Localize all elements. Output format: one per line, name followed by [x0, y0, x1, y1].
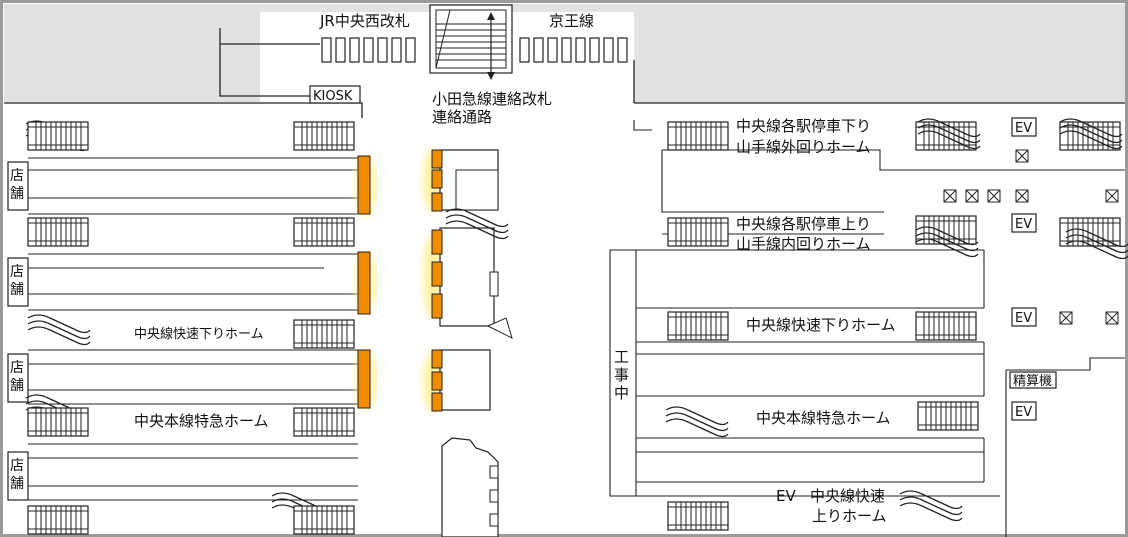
platform-label-chuo-local-down-1[interactable]: 中央線各駅停車下り	[736, 117, 871, 135]
keio-gate-label: 京王線	[549, 12, 594, 30]
odakyu-gate-label: 小田急線連絡改札	[432, 90, 552, 108]
shop-label-4a: 店	[10, 458, 24, 474]
platform-label-chuo-main-left[interactable]: 中央本線特急ホーム	[134, 412, 269, 430]
fare-adjust-box[interactable]	[1009, 371, 1057, 389]
shop-box-2	[7, 257, 29, 307]
kiosk-box[interactable]	[309, 85, 361, 104]
ev-box-1[interactable]	[1011, 117, 1037, 137]
x-marks	[943, 149, 1119, 325]
fare-adjust-label: 精算機	[1013, 374, 1052, 389]
shop-label-4b: 舗	[10, 476, 24, 492]
shop-label-1a: 店	[10, 168, 24, 184]
connecting-passage-label: 連絡通路	[432, 108, 492, 126]
ev-label-2: EV	[1015, 217, 1032, 232]
ev-box-2[interactable]	[1011, 213, 1037, 233]
shop-label-2a: 店	[10, 264, 24, 280]
platform-label-chuo-main-right[interactable]: 中央本線特急ホーム	[756, 409, 891, 427]
outside-area-right	[634, 4, 1125, 103]
platform-label-chuo-local-up-1[interactable]: 中央線各駅停車上り	[736, 215, 871, 233]
concourse-walls	[4, 28, 1125, 118]
construction-label-2: 事	[614, 366, 629, 384]
ev-label-3: EV	[1015, 311, 1032, 326]
platform-label-chuo-rapid-up-2[interactable]: 上りホーム	[812, 507, 887, 525]
platform-label-chuo-local-up-2[interactable]: 山手線内回りホーム	[736, 235, 871, 253]
shop-box-3	[7, 353, 29, 403]
construction-label-1: 工	[614, 348, 629, 366]
shop-box-4	[7, 451, 29, 501]
kiosk-label: KIOSK	[313, 89, 353, 104]
construction-label-3: 中	[614, 384, 629, 402]
ev-box-4[interactable]	[1011, 401, 1037, 421]
outside-area-left	[4, 4, 260, 102]
ev-label-5: EV	[776, 487, 796, 505]
ev-label-4: EV	[1015, 405, 1032, 420]
platform-label-chuo-rapid-up-1[interactable]: 中央線快速	[810, 487, 885, 505]
ev-box-3[interactable]	[1011, 307, 1037, 327]
shop-label-3b: 舗	[10, 378, 24, 394]
odakyu-connector-stairs	[429, 4, 513, 80]
ticket-gates-keio	[519, 37, 628, 63]
ticket-gates-left	[321, 37, 416, 63]
shop-label-3a: 店	[10, 360, 24, 376]
platform-label-chuo-rapid-down-left[interactable]: 中央線快速下りホーム	[134, 326, 264, 342]
shop-box-1	[7, 161, 29, 211]
shop-counters-left	[356, 155, 376, 410]
right-platform-area	[609, 120, 1125, 537]
platform-label-chuo-local-down-2[interactable]: 山手線外回りホーム	[736, 138, 871, 156]
shop-label-1b: 舗	[10, 186, 24, 202]
platform-label-chuo-rapid-down-right[interactable]: 中央線快速下りホーム	[746, 316, 896, 334]
left-platform-area	[7, 120, 376, 535]
ev-label-1: EV	[1015, 121, 1032, 136]
center-shops	[423, 148, 513, 537]
jr-chuo-west-gate-label: JR中央西改札	[319, 12, 410, 30]
shop-label-2b: 舗	[10, 282, 24, 298]
